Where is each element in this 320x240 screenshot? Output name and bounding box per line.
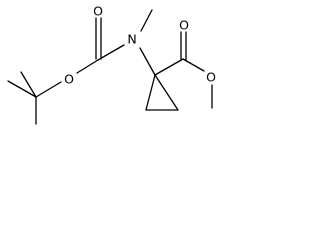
atom-o-ether-ester: O (206, 70, 216, 85)
tert-butyl-group (7, 71, 62, 125)
atom-o-ester-boc: O (64, 72, 74, 87)
methyl-ester-group (154, 31, 213, 109)
atom-n: N (127, 32, 136, 47)
bond-ring-to-ester-c (154, 58, 184, 76)
bond-n-methyl (140, 9, 153, 32)
bond-tbu-to-o (35, 81, 62, 98)
bond-ester-c-to-o (182, 58, 205, 72)
bond-o-to-carbonyl-c (76, 59, 99, 74)
cyclopropane-ring (145, 74, 179, 111)
bond-tbu-methyl-top (20, 71, 37, 98)
bond-n-to-ring (139, 47, 156, 76)
bond-ring-3 (154, 74, 179, 111)
bond-tbu-methyl-left (7, 80, 37, 98)
atom-o-carbonyl-boc: O (93, 4, 103, 19)
bond-ring-1 (145, 74, 156, 111)
boc-carbamate-group (76, 17, 125, 74)
atom-o-carbonyl-ester: O (179, 18, 189, 33)
bond-carbonyl-c-to-n (97, 44, 125, 61)
molecule-structure: O O N O O (7, 4, 216, 125)
